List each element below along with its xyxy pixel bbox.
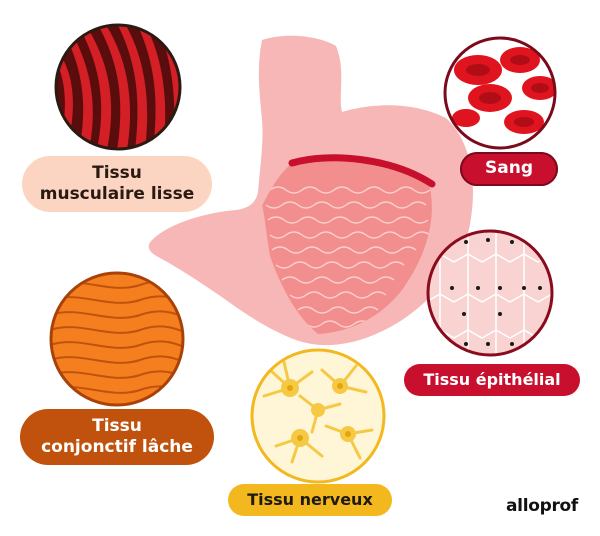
label-nervous: Tissu nerveux <box>228 484 392 516</box>
brand-logo: alloprof <box>506 496 579 516</box>
smooth-muscle-circle <box>54 23 182 151</box>
label-epithelial-text: Tissu épithélial <box>423 370 561 389</box>
epithelial-circle <box>426 229 554 357</box>
label-connective-line1: Tissu <box>92 415 142 436</box>
stomach-cut-band <box>288 154 436 188</box>
epithelial-nuclei <box>450 238 542 346</box>
stomach-folds <box>265 186 431 328</box>
stomach-illustration <box>148 35 473 346</box>
label-smooth-muscle-line2: musculaire lisse <box>39 184 195 204</box>
label-connective-line2: conjonctif lâche <box>41 437 193 457</box>
blood-circle <box>443 36 557 150</box>
connective-circle <box>49 271 185 407</box>
label-epithelial: Tissu épithélial <box>404 364 580 396</box>
label-blood-text: Sang <box>485 158 533 179</box>
label-smooth-muscle: Tissu musculaire lisse <box>22 156 212 212</box>
label-connective: Tissu conjonctif lâche <box>20 409 214 465</box>
neurons <box>262 360 374 464</box>
stomach-inner-lining <box>262 157 432 334</box>
label-smooth-muscle-line1: Tissu <box>92 162 142 183</box>
label-blood: Sang <box>460 152 558 186</box>
label-nervous-text: Tissu nerveux <box>247 490 373 509</box>
red-blood-cells <box>452 47 555 134</box>
nervous-circle <box>250 348 386 484</box>
